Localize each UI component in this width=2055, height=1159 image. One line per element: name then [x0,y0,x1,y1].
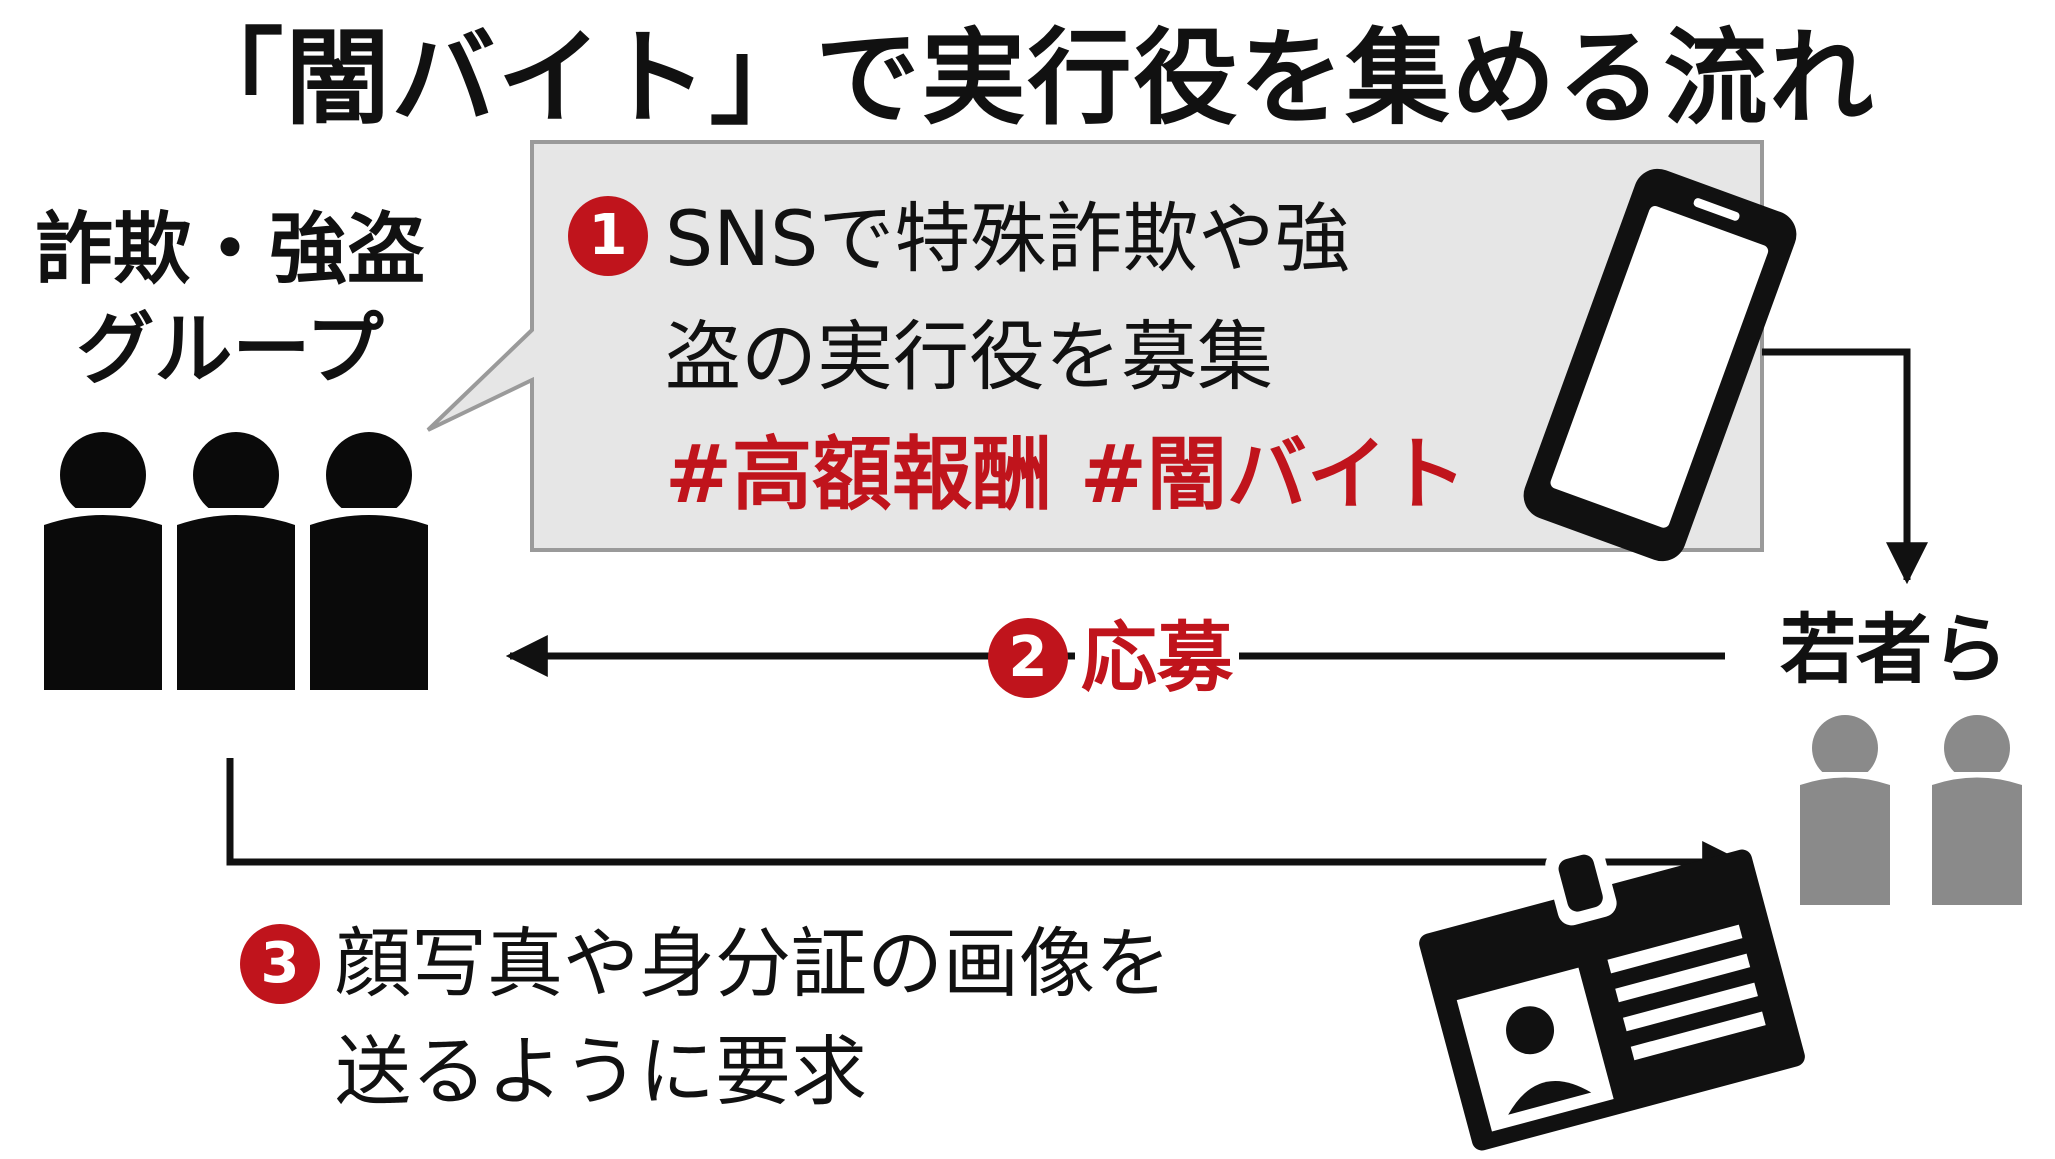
group-label-line1: 詐欺・強盗 [34,205,425,295]
step1-text-line1: SNSで特殊詐欺や強 [665,194,1351,283]
step3-text-line2: 送るように要求 [335,1027,867,1116]
youth-figures [1800,715,2022,905]
step3-text-line1: 顔写真や身分証の画像を [335,919,1171,1008]
step1-hashtags: #高額報酬 #闇バイト [665,428,1467,521]
person-figure-icon [44,432,162,690]
step3-text: 顔写真や身分証の画像を 送るように要求 [335,910,1435,1126]
youth-label: 若者ら [1780,605,2008,694]
step1-text: SNSで特殊詐欺や強 盗の実行役を募集 [665,180,1565,416]
page-title: 「闇バイト」で実行役を集める流れ [179,17,1876,139]
group-label-line2: グループ [76,305,384,395]
step2-badge: 2 [988,618,1068,698]
step3-badge: 3 [240,924,320,1004]
person-figure-icon [1800,715,1890,905]
arrow-recruit [1762,348,1928,585]
id-card-icon [1419,842,1805,1151]
step1-text-line2: 盗の実行役を募集 [665,312,1273,401]
group-label: 詐欺・強盗 グループ [20,200,440,400]
person-figure-icon [1932,715,2022,905]
step2-label: 応募 [1075,608,1239,708]
step1-badge: 1 [568,196,648,276]
smartphone-icon [1523,168,1797,562]
arrow-demand [226,758,1745,883]
person-figure-icon [177,432,295,690]
person-figure-icon [310,432,428,690]
group-figures [44,432,428,690]
